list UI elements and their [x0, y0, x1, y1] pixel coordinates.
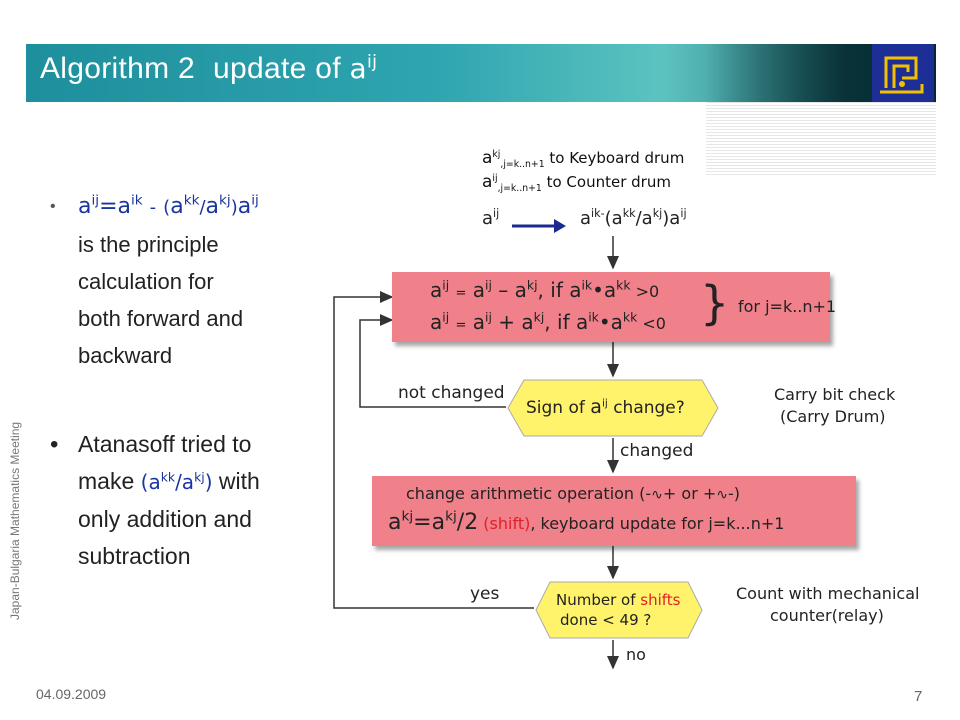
arith-change-line1: change arithmetic operation (-∿+ or +∿-) [406, 484, 741, 503]
logo-icon [872, 44, 934, 102]
keyboard-drum-note: akj,j=k..n+1 to Keyboard drum [482, 148, 685, 170]
update-row-1: aij = aij – akj, if aik•akk >0 [430, 277, 660, 302]
changed-label: changed [620, 441, 694, 461]
update-box: aij = aij – akj, if aik•akk >0 aij = aij… [392, 272, 836, 342]
counter-drum-note: aij,j=k..n+1 to Counter drum [482, 172, 671, 194]
curly-brace: } [700, 276, 730, 330]
bullet-1: aij=aik - (akk/akj)aij is the principle … [78, 188, 343, 374]
sign-change-decision [507, 379, 719, 437]
bullet-2-line1: Atanasoff tried to [78, 431, 252, 457]
no-label: no [626, 645, 646, 664]
bullet-2-line4: subtraction [78, 543, 191, 569]
not-changed-label: not changed [398, 383, 505, 403]
count-note: Count with mechanical counter(relay) [736, 584, 920, 625]
bullet-1-line2: calculation for [78, 269, 214, 294]
bullet-1-formula: aij=aik - (akk/akj)aij [78, 192, 259, 219]
arith-change-line2: akj=akj/2 (shift), keyboard update for j… [388, 508, 785, 535]
shift-count-text: Number of shifts done < 49 ? [556, 591, 681, 629]
bullet-2-line3: only addition and [78, 506, 252, 532]
slide-title: Algorithm 2 update of aij [40, 52, 377, 86]
bullet-1-line4: backward [78, 343, 173, 368]
title-suffix: update of [213, 52, 350, 85]
bullet-mark: • [50, 198, 56, 215]
footer-date: 04.09.2009 [36, 686, 107, 702]
shift-count-decision [535, 581, 703, 639]
input-arrow [512, 219, 566, 233]
bullet-mark: • [50, 431, 59, 458]
bullet-1-line3: both forward and [78, 306, 244, 331]
bullet-1-line1: is the principle [78, 232, 219, 257]
title-var: aij [349, 52, 378, 85]
page-number: 7 [914, 688, 923, 705]
decorative-stripes [706, 102, 936, 176]
bullet-2-line2: make (akk/akj) with [78, 468, 260, 494]
arith-change-box: change arithmetic operation (-∿+ or +∿-)… [372, 476, 856, 546]
brace-label: for j=k..n+1 [738, 297, 837, 316]
yes-label: yes [470, 584, 500, 604]
input-formula-rhs: aik-(akk/akj)aij [580, 207, 687, 229]
input-formula: aij [482, 207, 500, 229]
carry-note: Carry bit check (Carry Drum) [774, 385, 896, 426]
bullet-2: Atanasoff tried to make (akk/akj) with o… [78, 426, 343, 575]
sign-change-text: Sign of aij change? [526, 396, 685, 418]
title-prefix: Algorithm 2 [40, 52, 196, 85]
update-row-2: aij = aij + akj, if aik•akk <0 [430, 309, 666, 334]
drum-notes: akj,j=k..n+1 to Keyboard drum aij,j=k..n… [482, 146, 684, 194]
